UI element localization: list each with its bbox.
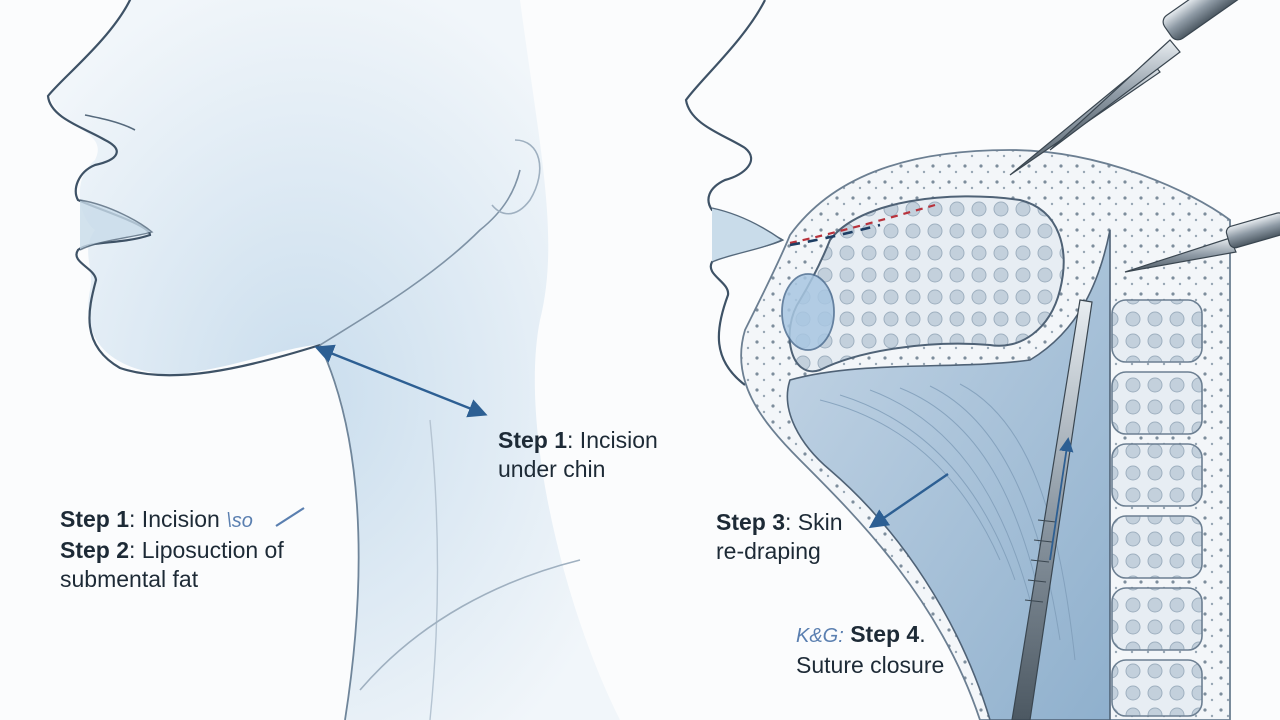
- step-text: .: [919, 621, 926, 647]
- step3-label: Step 3: Skin re-draping: [716, 508, 843, 566]
- arrow-icon: [275, 507, 305, 527]
- neck-back-line: [429, 419, 439, 720]
- right-face-outline: [684, 0, 785, 386]
- neck-skin-shading: [50, 0, 620, 720]
- step-text-line2: Suture closure: [796, 652, 945, 678]
- nostril-line: [84, 114, 136, 131]
- step-text: : Incision: [129, 506, 220, 532]
- left-face-profile: [46, 0, 620, 720]
- scissors-icon: [1009, 0, 1264, 176]
- scalpel-icon: [1124, 212, 1280, 273]
- right-lips: [711, 207, 784, 263]
- step-text: : Incision: [567, 427, 658, 453]
- gland: [781, 273, 835, 351]
- muscle-fibers: [819, 383, 1076, 661]
- step-text-line2: re-draping: [716, 538, 821, 564]
- incision-line: [789, 203, 936, 245]
- right-anatomy-section: [684, 0, 1231, 720]
- step-heading: Step 4: [850, 621, 920, 647]
- collar-line: [359, 559, 581, 691]
- ear-detail: [491, 139, 541, 215]
- step-heading: Step 3: [716, 509, 786, 535]
- step-text: : Skin: [785, 509, 843, 535]
- arrow-icon: [1049, 437, 1074, 561]
- step-heading: Step 1: [498, 427, 568, 453]
- cannula-icon: [1011, 299, 1093, 720]
- step1-left-label: Step 1: Incision \so: [60, 505, 253, 536]
- handwritten-mark: K&G:: [796, 625, 844, 647]
- jaw-line: [319, 169, 521, 346]
- step-heading: Step 2: [60, 537, 130, 563]
- spine-vertebrae: [1111, 299, 1203, 717]
- step-text-line2: under chin: [498, 456, 606, 482]
- step1-right-label: Step 1: Incision under chin: [498, 426, 658, 484]
- step4-label: K&G: Step 4. Suture closure: [796, 620, 944, 680]
- arrow-icon: [314, 344, 488, 418]
- step-text: : Liposuction of: [129, 537, 284, 563]
- step-text-line2: submental fat: [60, 566, 199, 592]
- arrow-icon: [868, 473, 949, 529]
- handwritten-mark: \so: [226, 510, 253, 532]
- step2-left-label: Step 2: Liposuction of submental fat: [60, 536, 284, 594]
- lips: [79, 199, 154, 251]
- step-heading: Step 1: [60, 506, 130, 532]
